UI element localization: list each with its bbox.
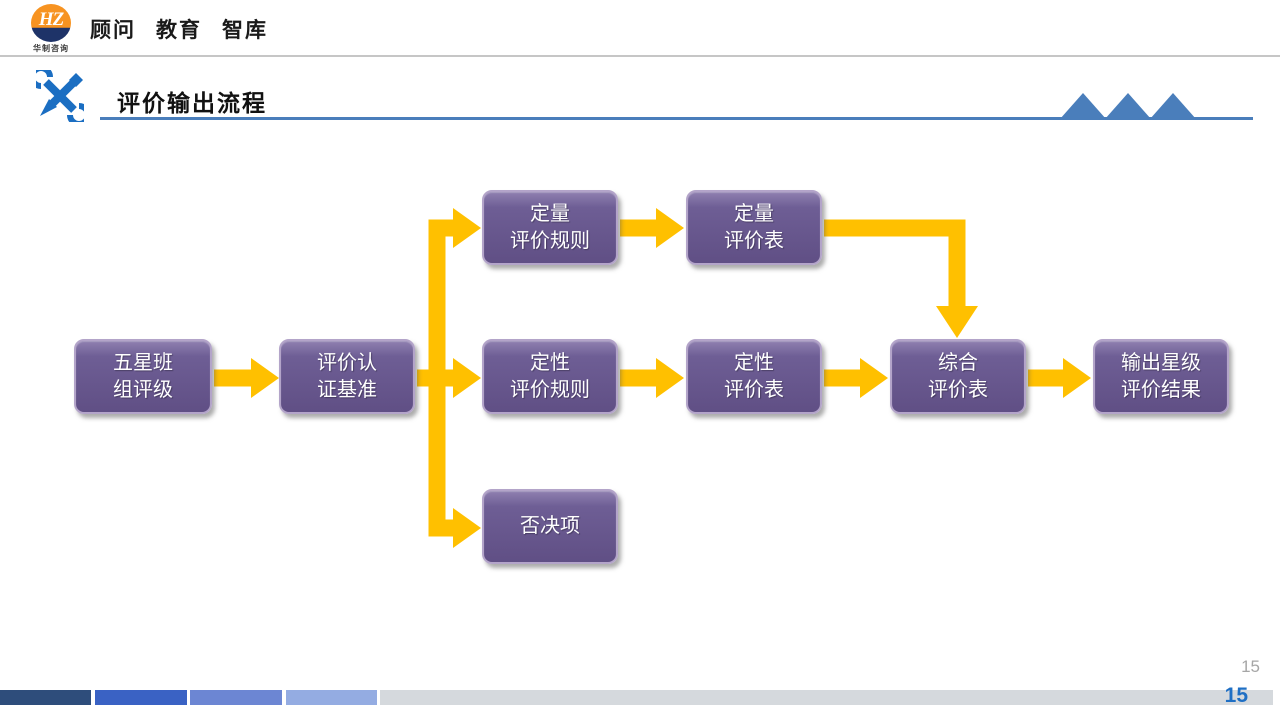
flow-branch-trunk: [428, 219, 453, 537]
page-number: 15: [1241, 657, 1260, 676]
node-five-star-team-rating: 五星班 组评级: [74, 339, 212, 414]
flow-arrowhead: [453, 358, 481, 398]
flow-arrowhead: [453, 208, 481, 248]
flow-arrowhead: [251, 358, 279, 398]
company-logo: HZ 华制咨询: [24, 4, 78, 54]
footer-bars: [0, 690, 1280, 705]
crossed-tools-icon: [36, 70, 84, 122]
logo-caption: 华制咨询: [33, 44, 69, 53]
flow-arrowhead: [656, 358, 684, 398]
flow-arrowhead: [656, 208, 684, 248]
menu-item-education: 教育: [156, 18, 202, 42]
menu-item-thinktank: 智库: [222, 18, 268, 42]
footer-bar-segment: [190, 690, 282, 705]
logo-circle-icon: HZ: [31, 4, 71, 42]
node-comprehensive-evaluation-form: 综合 评价表: [890, 339, 1026, 414]
node-quantitative-evaluation-form: 定量 评价表: [686, 190, 822, 265]
logo-monogram: HZ: [38, 9, 64, 30]
mountain-triangles-icon: [1060, 93, 1196, 119]
node-qualitative-evaluation-form: 定性 评价表: [686, 339, 822, 414]
flow-arrowhead: [453, 508, 481, 548]
flow-arrow: [824, 219, 966, 307]
node-output-star-rating-result: 输出星级 评价结果: [1093, 339, 1229, 414]
page-number-accent: 15: [1224, 684, 1248, 707]
flow-arrowhead: [936, 306, 978, 338]
flow-arrowhead: [860, 358, 888, 398]
flow-arrowhead: [1063, 358, 1091, 398]
footer-bar-segment: [0, 690, 91, 705]
node-qualitative-evaluation-rules: 定性 评价规则: [482, 339, 618, 414]
header-menu: 顾问 教育 智库: [90, 14, 268, 44]
header-divider: [0, 55, 1280, 57]
menu-item-consulting: 顾问: [90, 18, 136, 42]
node-evaluation-certification-benchmark: 评价认 证基准: [279, 339, 415, 414]
header: HZ 华制咨询 顾问 教育 智库: [0, 0, 1280, 55]
footer-bar-segment: [286, 690, 377, 705]
node-veto-items: 否决项: [482, 489, 618, 564]
footer-bar-segment: [95, 690, 187, 705]
flow-arrows: [214, 208, 1091, 548]
title-underline: [100, 117, 1253, 120]
node-quantitative-evaluation-rules: 定量 评价规则: [482, 190, 618, 265]
footer-bar-segment: [380, 690, 1273, 705]
page-title: 评价输出流程: [117, 90, 267, 116]
